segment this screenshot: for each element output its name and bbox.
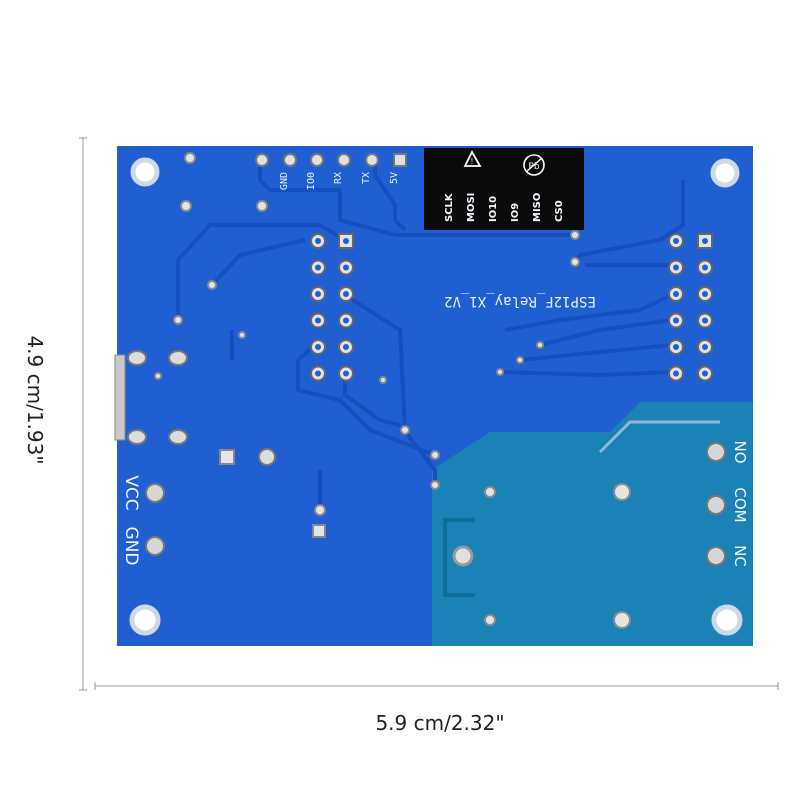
gpio-pad-hole: [702, 264, 708, 271]
gpio-pad-hole: [673, 264, 679, 271]
width-dimension-line: [94, 682, 779, 690]
gpio-pad-hole: [343, 370, 349, 377]
module-pin-label: MOSI: [466, 193, 477, 222]
gpio-pad-hole: [673, 317, 679, 324]
header-pad: [365, 153, 379, 167]
misc-pads: [154, 152, 631, 629]
header-pad: [310, 153, 324, 167]
pcb-traces: [176, 160, 685, 505]
header-pin-label: TX: [361, 172, 372, 184]
gpio-pad-hole: [673, 291, 679, 297]
relay-no-label: NO: [731, 440, 749, 463]
gpio-pad-hole: [702, 344, 708, 350]
gpio-pad-hole: [702, 291, 708, 297]
header-pin-label: IO0: [306, 172, 317, 190]
height-dimension-line: [79, 137, 87, 691]
header-pin-label: 5V: [389, 172, 400, 184]
gpio-header-right: [668, 233, 713, 382]
relay-terminal: NO COM NC: [706, 440, 749, 567]
gpio-pad-hole: [315, 291, 321, 297]
relay-com-label: COM: [731, 487, 749, 522]
gpio-pad-hole: [702, 370, 708, 377]
header-pin-label: GND: [279, 172, 290, 190]
power-connector: [114, 350, 326, 538]
gnd-label: GND: [121, 527, 141, 566]
gpio-pad-hole: [343, 291, 349, 297]
height-label: 4.9 cm/1.93": [23, 335, 47, 464]
gpio-pad-hole: [673, 344, 679, 350]
gpio-pad-hole: [343, 238, 349, 244]
header-pad: [255, 153, 269, 167]
header-pad: [393, 153, 407, 167]
relay-coil-pad: [452, 545, 474, 567]
module-pin-label: CS0: [554, 200, 565, 222]
gpio-pad-hole: [315, 317, 321, 324]
gpio-pad-hole: [343, 317, 349, 324]
lead-free-icon: Pb: [523, 154, 545, 176]
gpio-header-left: [310, 233, 354, 382]
header-pad: [337, 153, 351, 167]
module-pin-label: IO9: [510, 203, 521, 222]
gpio-pad-hole: [673, 238, 679, 244]
gpio-pad-hole: [315, 344, 321, 350]
svg-text:!: !: [471, 157, 473, 166]
gpio-pad-hole: [702, 317, 708, 324]
lead-free-mark: Pb: [528, 162, 539, 172]
module-pin-label: SCLK: [444, 192, 455, 222]
vcc-label: VCC: [121, 475, 141, 510]
header-pin-label: RX: [333, 172, 344, 184]
header-pad: [283, 153, 297, 167]
module-pin-label: IO10: [488, 196, 499, 222]
board-name-label: ESP12F_Relay_X1_V2: [444, 293, 596, 309]
gpio-pad-hole: [673, 370, 679, 377]
gpio-pad-hole: [343, 344, 349, 350]
esd-warning-icon: !: [463, 150, 482, 167]
module-pin-label: MISO: [532, 193, 543, 222]
gpio-pad-hole: [343, 264, 349, 271]
gpio-pad-hole: [315, 370, 321, 377]
gpio-pad-hole: [315, 238, 321, 244]
esp12f-module: ! Pb SCLK MOSI IO10 IO9 MISO CS0: [424, 148, 584, 230]
gpio-pad-hole: [315, 264, 321, 271]
programming-header: GND IO0 RX TX 5V: [255, 153, 407, 190]
gpio-pad-hole: [702, 238, 708, 244]
relay-nc-label: NC: [731, 545, 749, 567]
mounting-holes: [129, 157, 743, 636]
width-label: 5.9 cm/2.32": [375, 711, 504, 735]
power-terminal: VCC GND: [121, 475, 165, 566]
relay-zone: [432, 402, 753, 646]
pcb-board: [117, 146, 753, 646]
